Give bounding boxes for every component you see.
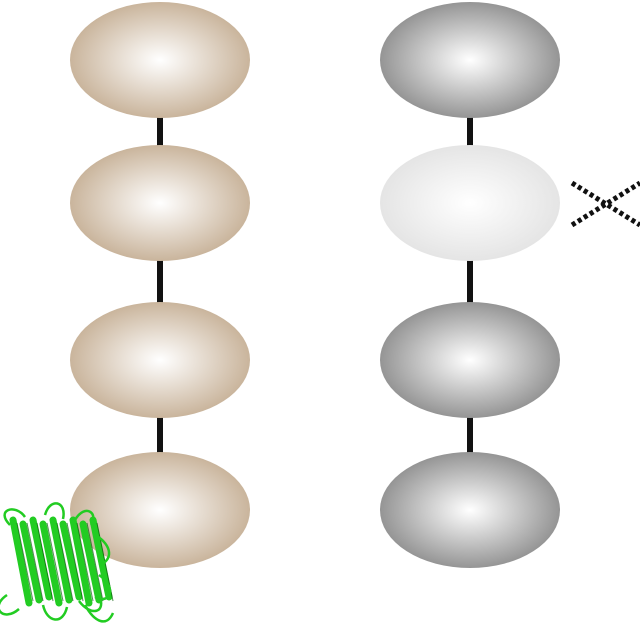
- right-chain-domain-1: [380, 2, 560, 118]
- gfp-barrel-icon: [0, 502, 115, 623]
- right-chain-domain-3: [380, 302, 560, 418]
- linker-layer: [157, 116, 473, 454]
- domain-layer: [70, 2, 560, 568]
- left-chain-domain-2: [70, 145, 250, 261]
- right-chain-domain-4: [380, 452, 560, 568]
- right-chain-domain-2: [380, 145, 560, 261]
- left-chain-domain-3: [70, 302, 250, 418]
- annotation-layer: [0, 180, 640, 623]
- left-chain-domain-1: [70, 2, 250, 118]
- dashed-x-icon: [570, 180, 640, 228]
- left-chain-domain-4: [70, 452, 250, 568]
